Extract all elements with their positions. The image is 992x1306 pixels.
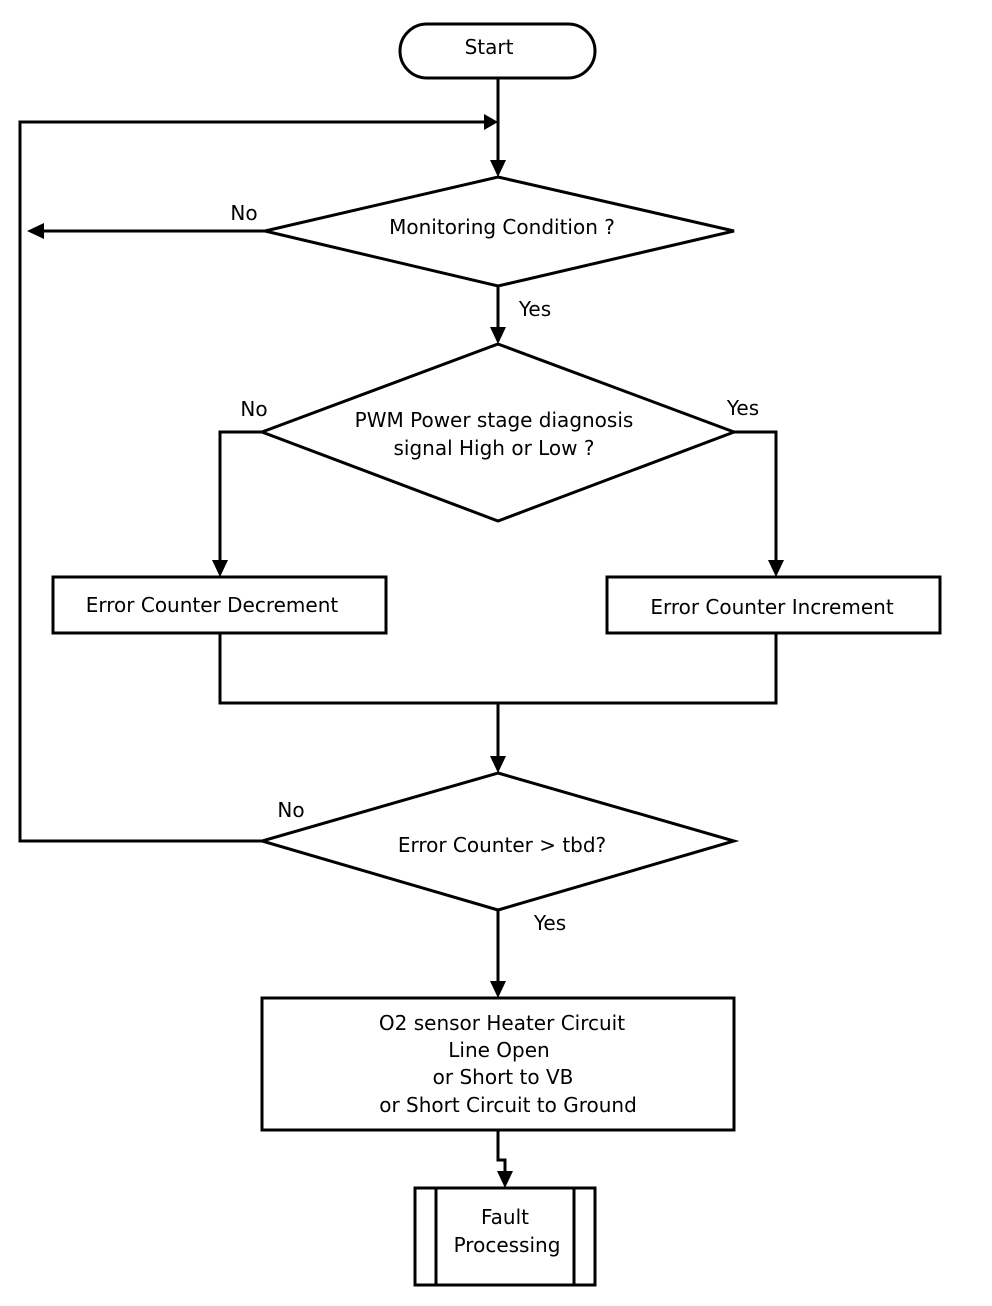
pwm-decision-label-line-2: signal High or Low ? — [393, 436, 594, 460]
fault-detected-label-line-1: O2 sensor Heater Circuit — [379, 1011, 625, 1035]
fault-detected-shape — [260, 996, 736, 1132]
increment-shape — [605, 575, 942, 635]
fault-detected-label-line-2: Line Open — [448, 1038, 549, 1062]
arrowhead-to-fault-processing — [497, 1171, 513, 1188]
monitoring-no-label: No — [230, 201, 257, 225]
fault-processing-label-line-1: Fault — [481, 1205, 529, 1229]
start-node: Start — [398, 22, 597, 80]
start-label: Start — [465, 35, 514, 59]
increment-process: Error Counter Increment — [605, 575, 942, 635]
fault-detected-label-line-4: or Short Circuit to Ground — [379, 1093, 637, 1117]
decrement-process: Error Counter Decrement — [51, 575, 388, 635]
arrowhead-to-threshold — [490, 756, 506, 773]
threshold-decision-label: Error Counter > tbd? — [398, 833, 606, 857]
decrement-label: Error Counter Decrement — [86, 593, 339, 617]
connector-pwm-yes — [734, 430, 778, 566]
pwm-yes-label: Yes — [726, 396, 759, 420]
pwm-decision-shape — [257, 342, 739, 523]
fault-processing-shape — [413, 1186, 597, 1287]
connector-loop-back — [18, 120, 488, 843]
start-shape — [398, 22, 597, 80]
connectors — [18, 78, 778, 1178]
fault-processing-label-line-2: Processing — [454, 1233, 561, 1257]
arrowhead-loop-entry — [484, 114, 498, 130]
monitoring-decision: Monitoring Condition ? — [264, 175, 735, 288]
arrowhead-to-increment — [768, 560, 784, 577]
fault-detected-process: O2 sensor Heater Circuit Line Open or Sh… — [260, 996, 736, 1132]
threshold-yes-label: Yes — [533, 911, 566, 935]
arrowhead-monitoring-no — [27, 223, 44, 239]
arrowhead-to-decrement — [212, 560, 228, 577]
decrement-shape — [51, 575, 388, 635]
threshold-decision: Error Counter > tbd? — [256, 771, 740, 912]
connector-pwm-no — [218, 430, 262, 566]
fault-detected-label-line-3: or Short to VB — [433, 1065, 574, 1089]
threshold-no-label: No — [277, 798, 304, 822]
arrowhead-to-pwm — [490, 327, 506, 344]
monitoring-yes-label: Yes — [518, 297, 551, 321]
monitoring-decision-shape — [264, 175, 735, 288]
arrowheads — [27, 114, 784, 1188]
arrowhead-to-monitoring — [490, 160, 506, 177]
pwm-decision: PWM Power stage diagnosis signal High or… — [257, 342, 739, 523]
arrowhead-to-fault-detected — [490, 981, 506, 998]
connector-merge — [218, 633, 778, 705]
fault-processing-node: Fault Processing — [413, 1186, 597, 1287]
connector-to-fault-processing — [496, 1130, 507, 1178]
pwm-decision-label-line-1: PWM Power stage diagnosis — [355, 408, 634, 432]
pwm-no-label: No — [240, 397, 267, 421]
threshold-decision-shape — [256, 771, 740, 912]
increment-label: Error Counter Increment — [650, 595, 894, 619]
monitoring-decision-label: Monitoring Condition ? — [389, 215, 615, 239]
